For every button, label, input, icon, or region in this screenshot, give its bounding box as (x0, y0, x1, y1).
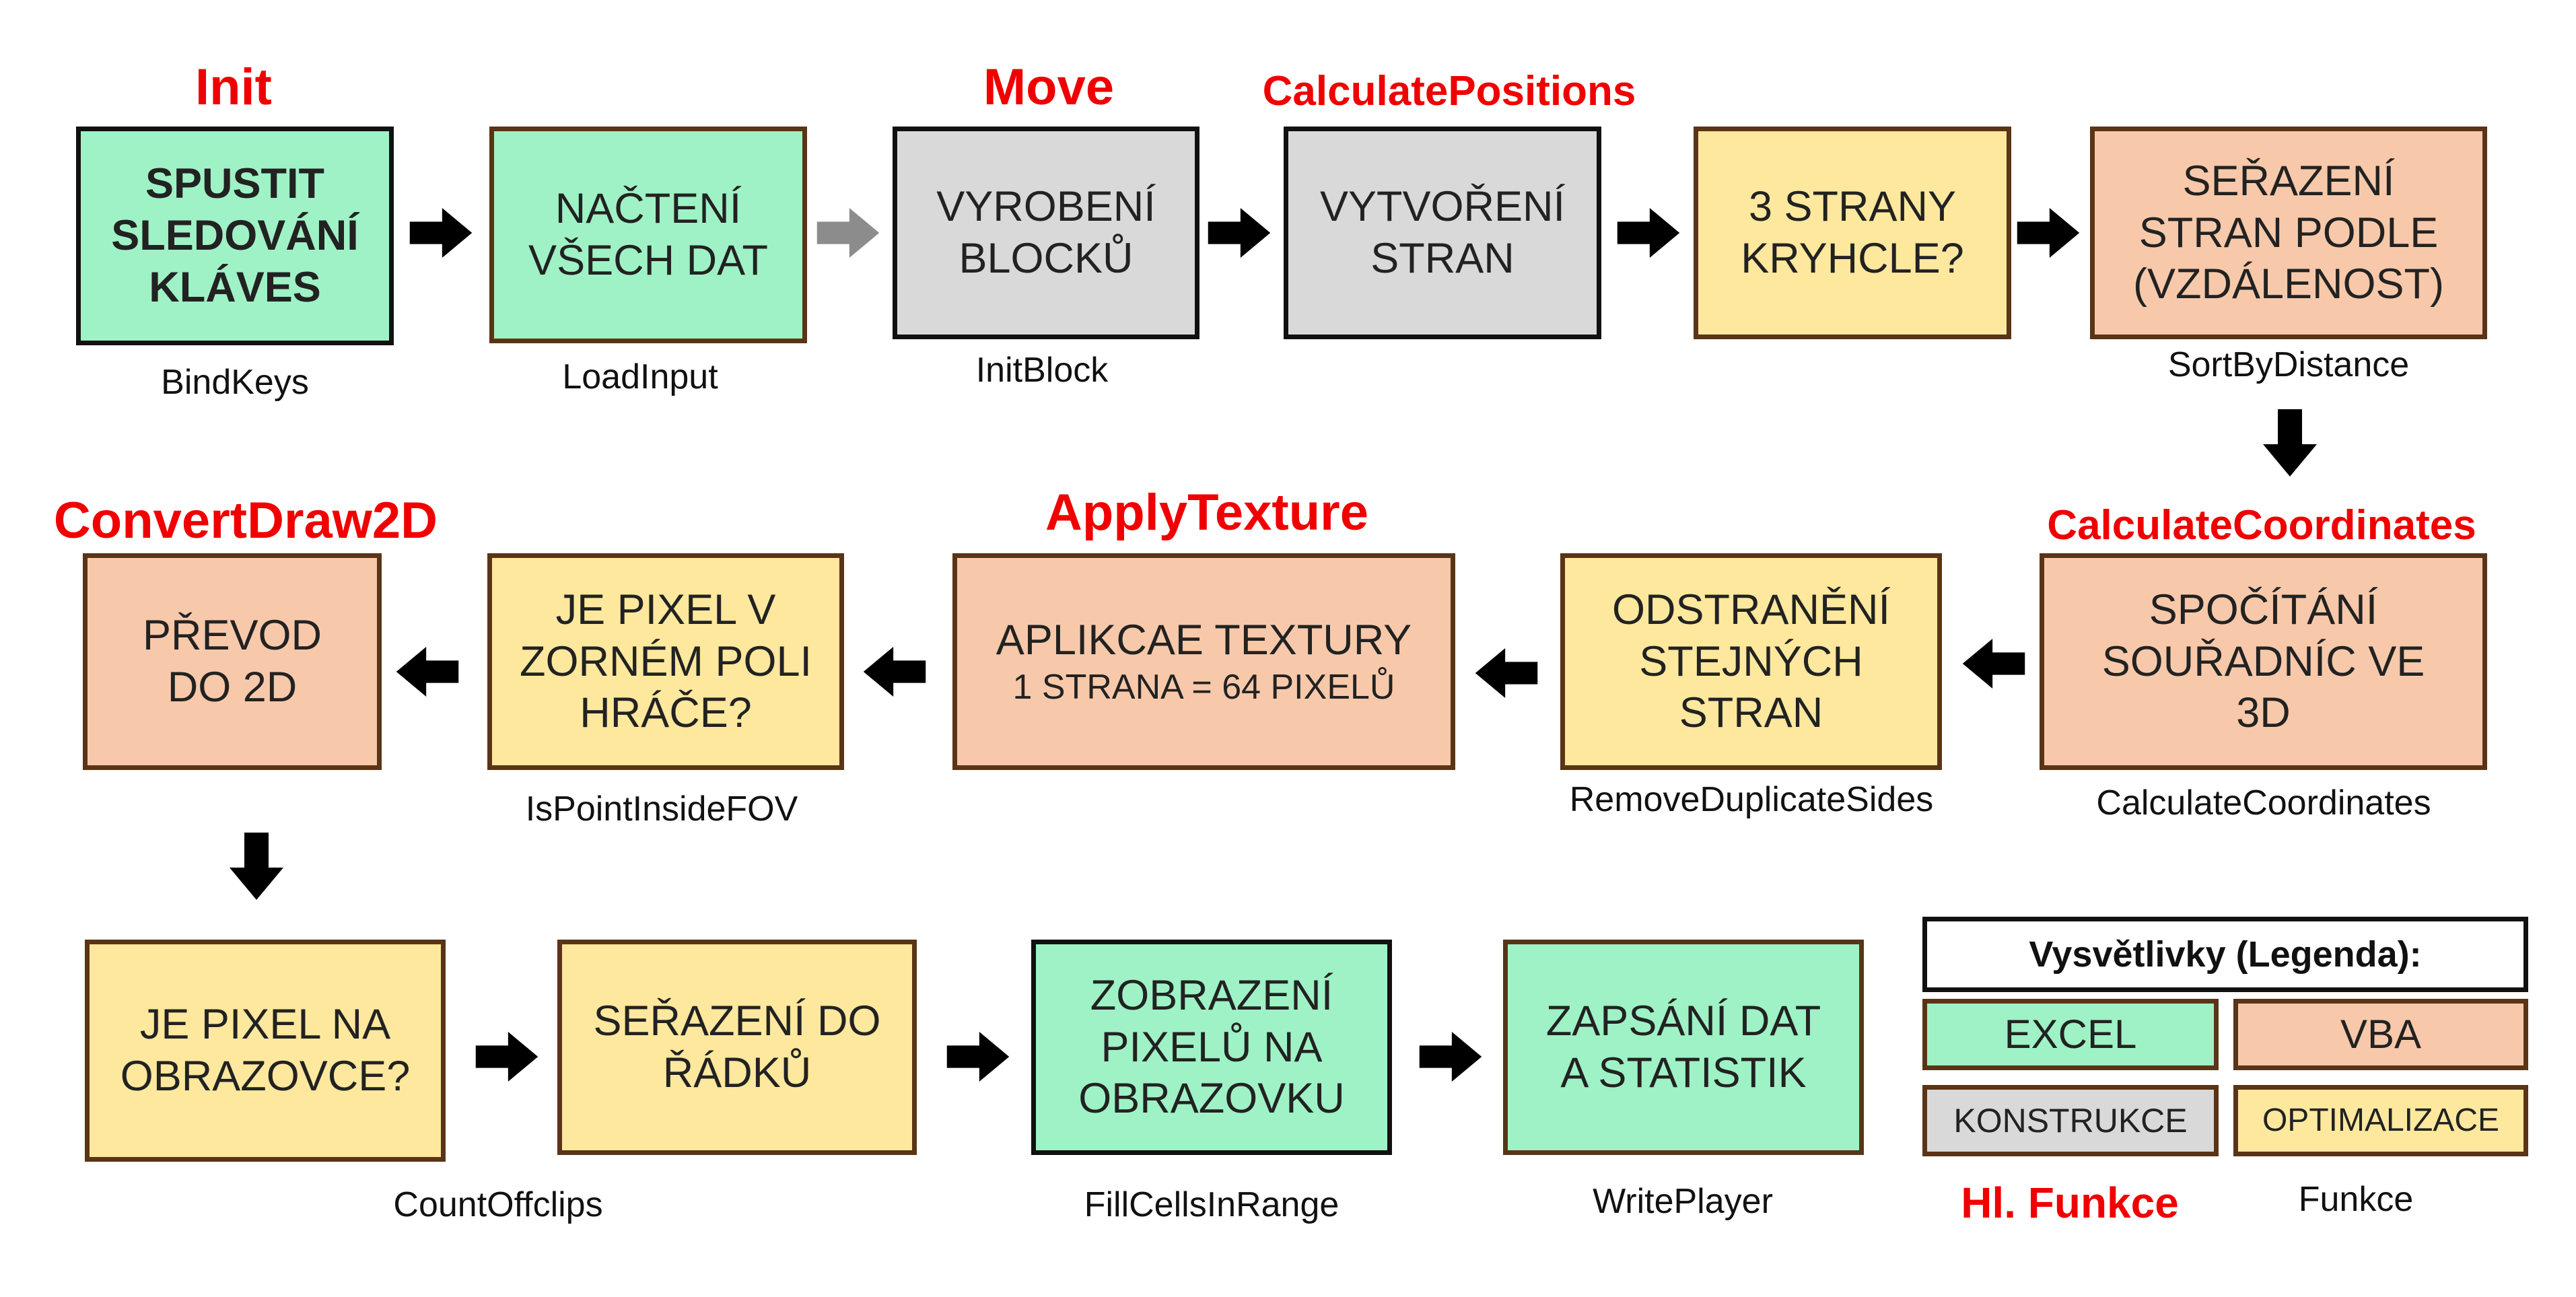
title-apply-texture: ApplyTexture (1045, 484, 1369, 541)
title-move: Move (983, 59, 1115, 116)
box-line: SEŘAZENÍ DO (593, 997, 881, 1045)
box-line: JE PIXEL NA (139, 1001, 391, 1049)
box-line: PIXELŮ NA (1101, 1023, 1323, 1071)
box-line: STRAN (1679, 689, 1823, 737)
arrow-right-icon (2017, 208, 2080, 258)
box-line: KRYHCLE? (1741, 235, 1964, 282)
box-line: VYTVOŘENÍ (1319, 183, 1566, 231)
box-three-cube-sides: 3 STRANY KRYHCLE? (1694, 127, 2011, 339)
box-create-blocks: VYROBENÍ BLOCKŮ (893, 127, 1199, 339)
title-calculate-positions: CalculatePositions (1262, 68, 1636, 114)
box-line: 3D (2236, 689, 2291, 737)
arrow-right-icon (1617, 208, 1680, 258)
arrow-right-icon (409, 208, 473, 258)
box-line: STRAN PODLE (2138, 209, 2439, 256)
box-line: SPUSTIT (145, 160, 325, 208)
box-line: 1 STRANA = 64 PIXELŮ (1012, 667, 1395, 707)
arrow-right-icon (1419, 1032, 1482, 1082)
box-line: STEJNÝCH (1639, 637, 1863, 685)
function-calculatecoordinates: CalculateCoordinates (2096, 783, 2431, 822)
box-line: ODSTRANĚNÍ (1611, 586, 1891, 633)
box-write-data-and-stats: ZAPSÁNÍ DAT A STATISTIK (1503, 940, 1864, 1155)
box-line: BLOCKŮ (959, 235, 1134, 282)
legend-konstrukce-label: KONSTRUKCE (1953, 1101, 2188, 1140)
box-line: DO 2D (167, 664, 298, 711)
box-line: ZOBRAZENÍ (1090, 971, 1333, 1019)
arrow-right-icon (946, 1032, 1010, 1082)
box-line: STRAN (1370, 235, 1515, 282)
function-sortbydistance: SortByDistance (2167, 345, 2410, 384)
function-removeduplicatesides: RemoveDuplicateSides (1569, 780, 1934, 819)
box-create-sides: VYTVOŘENÍ STRAN (1284, 127, 1601, 339)
arrow-left-icon (1475, 648, 1538, 698)
box-line: (VZDÁLENOST) (2132, 260, 2445, 308)
box-sort-sides-by-distance: SEŘAZENÍ STRAN PODLE (VZDÁLENOST) (2090, 127, 2487, 339)
legend-main-functions: Hl. Funkce (1961, 1179, 2179, 1227)
box-load-all-data: NAČTENÍ VŠECH DAT (489, 127, 807, 343)
box-line: VŠECH DAT (528, 237, 768, 284)
arrow-down-icon (2263, 409, 2317, 477)
function-ispointinsidefov: IsPointInsideFOV (525, 790, 798, 829)
function-initblock: InitBlock (975, 351, 1109, 390)
arrow-left-icon (1962, 639, 2025, 689)
box-line: SPOČÍTÁNÍ (2149, 586, 2378, 633)
box-convert-to-2d: PŘEVOD DO 2D (83, 553, 382, 770)
box-line: OBRAZOVKU (1078, 1075, 1345, 1123)
box-line: ZORNÉM POLI (519, 637, 812, 685)
legend-vba: VBA (2233, 999, 2528, 1070)
box-line: SEŘAZENÍ (2182, 157, 2395, 205)
title-init: Init (195, 59, 272, 116)
arrow-right-icon (475, 1032, 538, 1082)
arrow-left-icon (396, 647, 459, 697)
legend-optimalizace: OPTIMALIZACE (2233, 1085, 2528, 1156)
legend-vba-label: VBA (2340, 1012, 2422, 1057)
box-line: A STATISTIK (1560, 1049, 1807, 1096)
box-remove-duplicate-sides: ODSTRANĚNÍ STEJNÝCH STRAN (1560, 553, 1942, 770)
function-fillcellsinrange: FillCellsInRange (1084, 1185, 1339, 1224)
box-line: SOUŘADNÍC VE (2101, 637, 2425, 685)
box-line: 3 STRANY (1748, 183, 1957, 231)
function-bindkeys: BindKeys (161, 363, 309, 402)
box-start-key-tracking: SPUSTIT SLEDOVÁNÍ KLÁVES (76, 127, 394, 345)
box-line: VYROBENÍ (936, 183, 1156, 231)
arrow-right-icon (1208, 208, 1271, 258)
box-line: NAČTENÍ (555, 185, 742, 233)
box-line: PŘEVOD (142, 612, 322, 660)
title-convert-draw-2d: ConvertDraw2D (53, 492, 438, 549)
legend-optimalizace-label: OPTIMALIZACE (2262, 1102, 2500, 1138)
function-writeplayer: WritePlayer (1593, 1182, 1773, 1221)
function-countoffclips: CountOffclips (393, 1185, 603, 1224)
function-loadinput: LoadInput (562, 357, 718, 396)
box-line: KLÁVES (149, 263, 321, 311)
box-line: HRÁČE? (580, 689, 752, 737)
title-calculate-coordinates: CalculateCoordinates (2047, 502, 2476, 549)
box-line: JE PIXEL V (555, 586, 776, 633)
arrow-left-icon (863, 647, 926, 697)
box-line: OBRAZOVCE? (120, 1053, 411, 1100)
box-sort-into-rows: SEŘAZENÍ DO ŘÁDKŮ (557, 940, 917, 1155)
box-pixel-in-fov: JE PIXEL V ZORNÉM POLI HRÁČE? (487, 553, 844, 770)
legend-excel: EXCEL (1922, 999, 2219, 1070)
legend-excel-label: EXCEL (2004, 1012, 2137, 1057)
box-line: ŘÁDKŮ (662, 1049, 812, 1096)
arrow-down-icon (230, 833, 283, 900)
box-display-pixels: ZOBRAZENÍ PIXELŮ NA OBRAZOVKU (1031, 940, 1392, 1155)
box-pixel-on-screen: JE PIXEL NA OBRAZOVCE? (85, 940, 446, 1162)
legend-konstrukce: KONSTRUKCE (1922, 1085, 2219, 1156)
box-line: APLIKCAE TEXTURY (996, 616, 1412, 664)
box-line: ZAPSÁNÍ DAT (1545, 997, 1821, 1045)
legend-title: Vysvětlivky (Legenda): (1922, 917, 2528, 992)
legend-functions: Funkce (2298, 1180, 2414, 1219)
box-line: SLEDOVÁNÍ (111, 212, 359, 260)
box-compute-3d-coordinates: SPOČÍTÁNÍ SOUŘADNÍC VE 3D (2040, 553, 2487, 770)
box-apply-texture: APLIKCAE TEXTURY 1 STRANA = 64 PIXELŮ (952, 553, 1455, 770)
arrow-right-icon (816, 208, 880, 258)
